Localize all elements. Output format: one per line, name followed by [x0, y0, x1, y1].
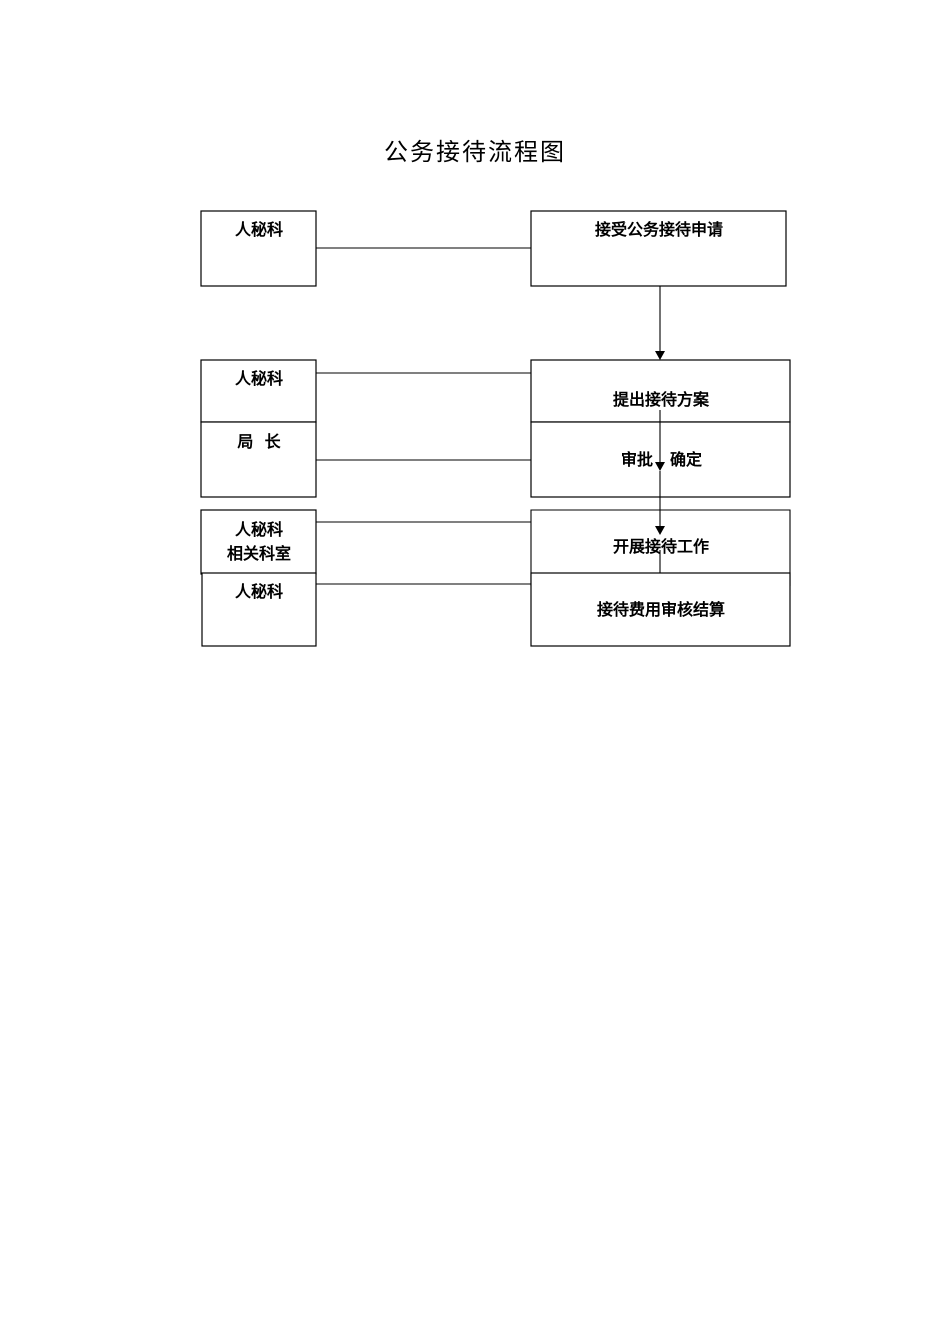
role-box-3 — [200, 421, 317, 498]
role-label-3: 局 长 — [237, 432, 281, 451]
step-box-1 — [530, 210, 787, 287]
page-title: 公务接待流程图 — [384, 138, 566, 166]
role-label-2: 人秘科 — [235, 369, 283, 388]
step-label-3b: 确定 — [670, 450, 702, 469]
role-box-5 — [201, 572, 317, 647]
arrowhead-3 — [655, 526, 665, 535]
step-label-4: 开展接待工作 — [613, 537, 709, 556]
step-label-3a: 审批 — [621, 450, 653, 469]
role-label-4a: 人秘科 — [235, 520, 283, 539]
role-label-1: 人秘科 — [235, 220, 283, 239]
step-label-5: 接待费用审核结算 — [597, 600, 725, 619]
role-label-4b: 相关科室 — [227, 544, 291, 563]
role-label-5: 人秘科 — [235, 582, 283, 601]
arrowhead-2 — [655, 462, 665, 471]
step-label-1: 接受公务接待申请 — [595, 220, 723, 239]
role-box-1 — [200, 210, 317, 287]
arrowhead-1 — [655, 351, 665, 360]
step-box-5 — [530, 572, 791, 647]
step-label-2: 提出接待方案 — [613, 390, 710, 409]
role-box-2 — [200, 359, 317, 423]
